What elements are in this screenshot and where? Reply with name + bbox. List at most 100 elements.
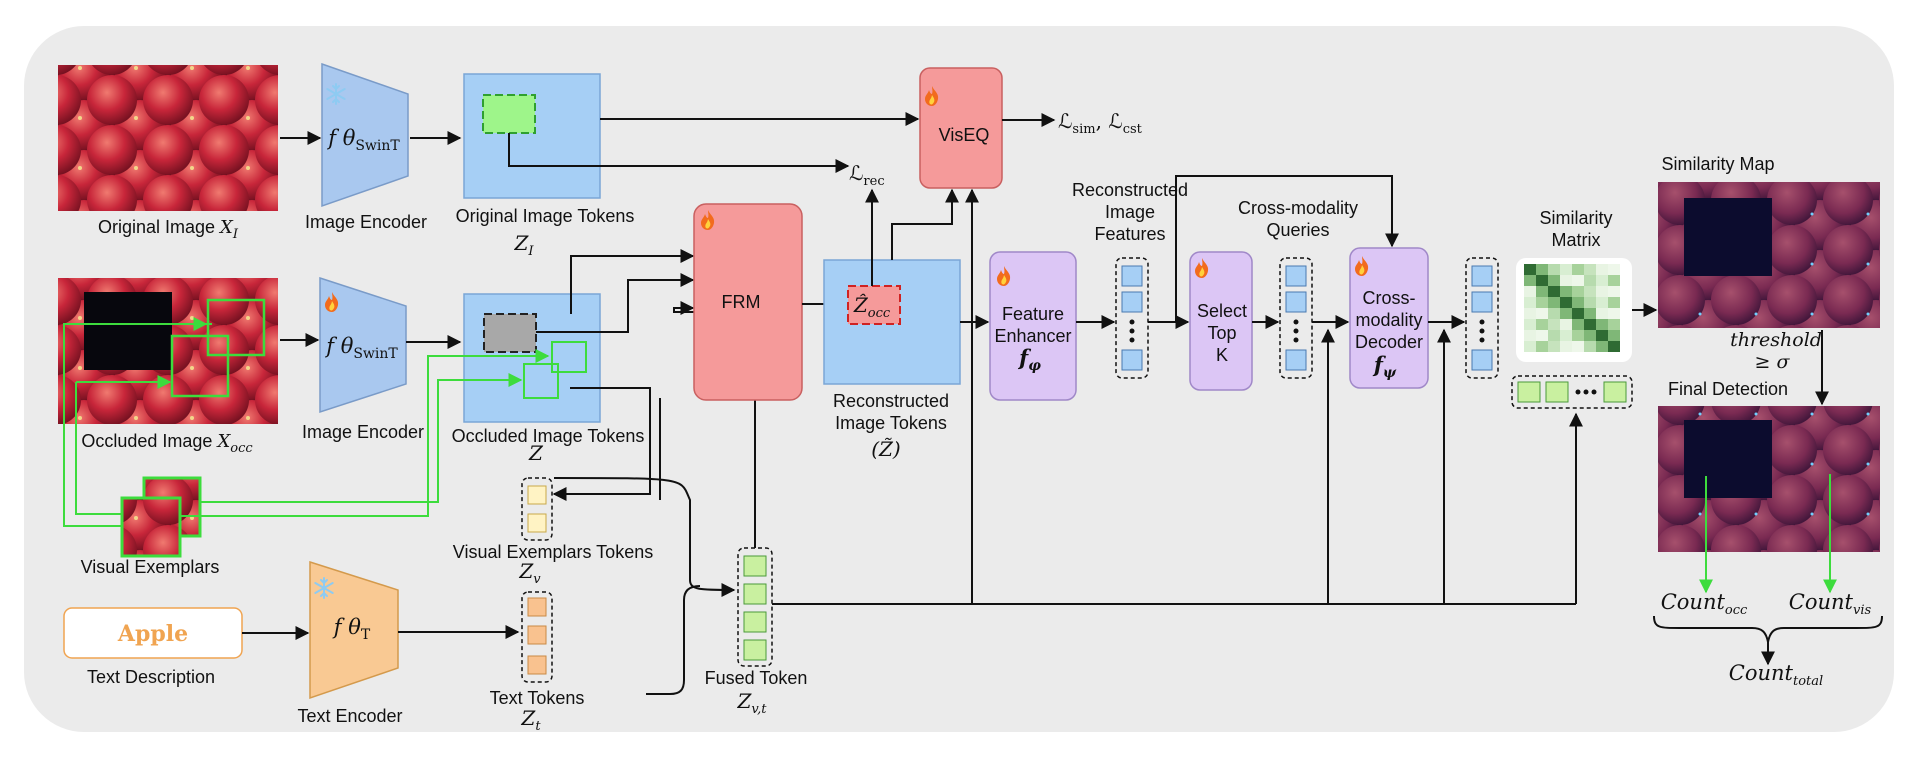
similarity-cell [1548,264,1560,275]
decoder-output-stack [1465,257,1499,379]
similarity-cell [1608,286,1620,297]
image-encoder-bottom-label: Image Encoder [302,422,424,442]
text-description-label: Text Description [87,667,215,687]
output-token-3 [1471,349,1493,371]
similarity-cell [1584,330,1596,341]
similarity-cell [1596,341,1608,352]
query-token-2 [1285,291,1307,313]
exemplar-tokens-stack [521,477,553,541]
similarity-cell [1560,341,1572,352]
similarity-cell [1560,308,1572,319]
final-detection-label: Final Detection [1668,379,1788,399]
similarity-cell [1596,297,1608,308]
cross-modality-decoder [1349,247,1429,389]
text-tokens-stack [521,591,553,683]
similarity-cell [1572,286,1584,297]
similarity-cell [1524,330,1536,341]
text-encoder-fn: f θT [332,615,371,643]
similarity-cell [1524,297,1536,308]
similarity-cell [1560,297,1572,308]
similarity-cell [1572,330,1584,341]
image-encoder-frozen [321,62,409,208]
similarity-cell [1536,308,1548,319]
similarity-cell [1608,341,1620,352]
feature-token-2 [1121,291,1143,313]
similarity-cell [1548,330,1560,341]
text-value: Apple [117,621,188,647]
encoder-fn-top: f θSwinT [326,126,400,154]
similarity-cell [1584,286,1596,297]
occluded-tokens-sym: Z [528,441,544,465]
similarity-cell [1524,264,1536,275]
similarity-cell [1572,264,1584,275]
similarity-cell [1524,308,1536,319]
similarity-cell [1572,319,1584,330]
similarity-cell [1608,330,1620,341]
select-top-label-2: Top [1207,323,1236,343]
similarity-cell [1524,275,1536,286]
similarity-cell [1524,319,1536,330]
original-token-patch [482,94,536,134]
exemplar-token-box-1 [551,341,587,373]
output-token-2 [1471,291,1493,313]
exemplar-tokens-label: Visual Exemplars Tokens [453,542,653,562]
feature-enhancer-block [989,251,1077,401]
text-query-token-3 [1603,381,1627,403]
decoder-label-1: Cross- [1363,288,1416,308]
similarity-matrix [1524,264,1620,352]
cross-queries-stack [1279,257,1313,379]
visual-exemplars-label: Visual Exemplars [81,557,220,577]
viseq-block [919,67,1003,189]
reconstructed-features-label-3: Features [1094,224,1165,244]
reconstructed-features-stack [1115,257,1149,379]
occlusion-block [84,292,172,370]
decoder-label-2: modality [1355,310,1422,330]
exemplar-token-2 [527,513,547,533]
similarity-cell [1572,297,1584,308]
similarity-cell [1596,330,1608,341]
text-encoder [309,560,399,700]
query-token-3 [1285,349,1307,371]
fused-token-label: Fused Token [705,668,808,688]
similarity-cell [1536,275,1548,286]
similarity-matrix-label-2: Matrix [1552,230,1601,250]
similarity-cell [1608,275,1620,286]
feature-enhancer-label-2: Enhancer [994,326,1071,346]
select-top-label-3: K [1216,345,1228,365]
reconstructed-tokens-label-2: Image Tokens [835,413,947,433]
viseq-label: VisEQ [939,125,990,145]
text-encoder-label: Text Encoder [297,706,402,726]
similarity-cell [1548,286,1560,297]
output-token-1 [1471,265,1493,287]
exemplar-tokens-sym: Zv [518,559,541,587]
threshold-label-1: threshold [1730,329,1822,351]
similarity-cell [1572,308,1584,319]
occluded-token-patch [483,313,537,353]
similarity-cell [1524,286,1536,297]
reconstructed-tokens-sym: (Z̃) [871,437,901,461]
similarity-cell [1560,319,1572,330]
image-encoder-top-label: Image Encoder [305,212,427,232]
count-vis: Countvis [1789,590,1872,618]
similarity-cell [1608,264,1620,275]
occluded-tokens-label: Occluded Image Tokens [452,426,645,446]
encoder-fn-bottom: f θSwinT [324,334,398,362]
similarity-cell [1608,308,1620,319]
similarity-cell [1560,275,1572,286]
similarity-matrix-label-1: Similarity [1539,208,1612,228]
similarity-cell [1596,286,1608,297]
similarity-map-occlusion [1684,198,1772,276]
fused-token-sym: Zv,t [736,689,767,717]
cross-queries-label-2: Queries [1266,220,1329,240]
text-token-3 [527,655,547,675]
feature-token-1 [1121,265,1143,287]
exemplar-token-1 [527,485,547,505]
text-query-token-2 [1545,381,1569,403]
fused-token-3 [743,611,767,633]
similarity-cell [1548,308,1560,319]
fused-token-4 [743,639,767,661]
fused-token-1 [743,555,767,577]
similarity-cell [1596,264,1608,275]
similarity-cell [1572,275,1584,286]
